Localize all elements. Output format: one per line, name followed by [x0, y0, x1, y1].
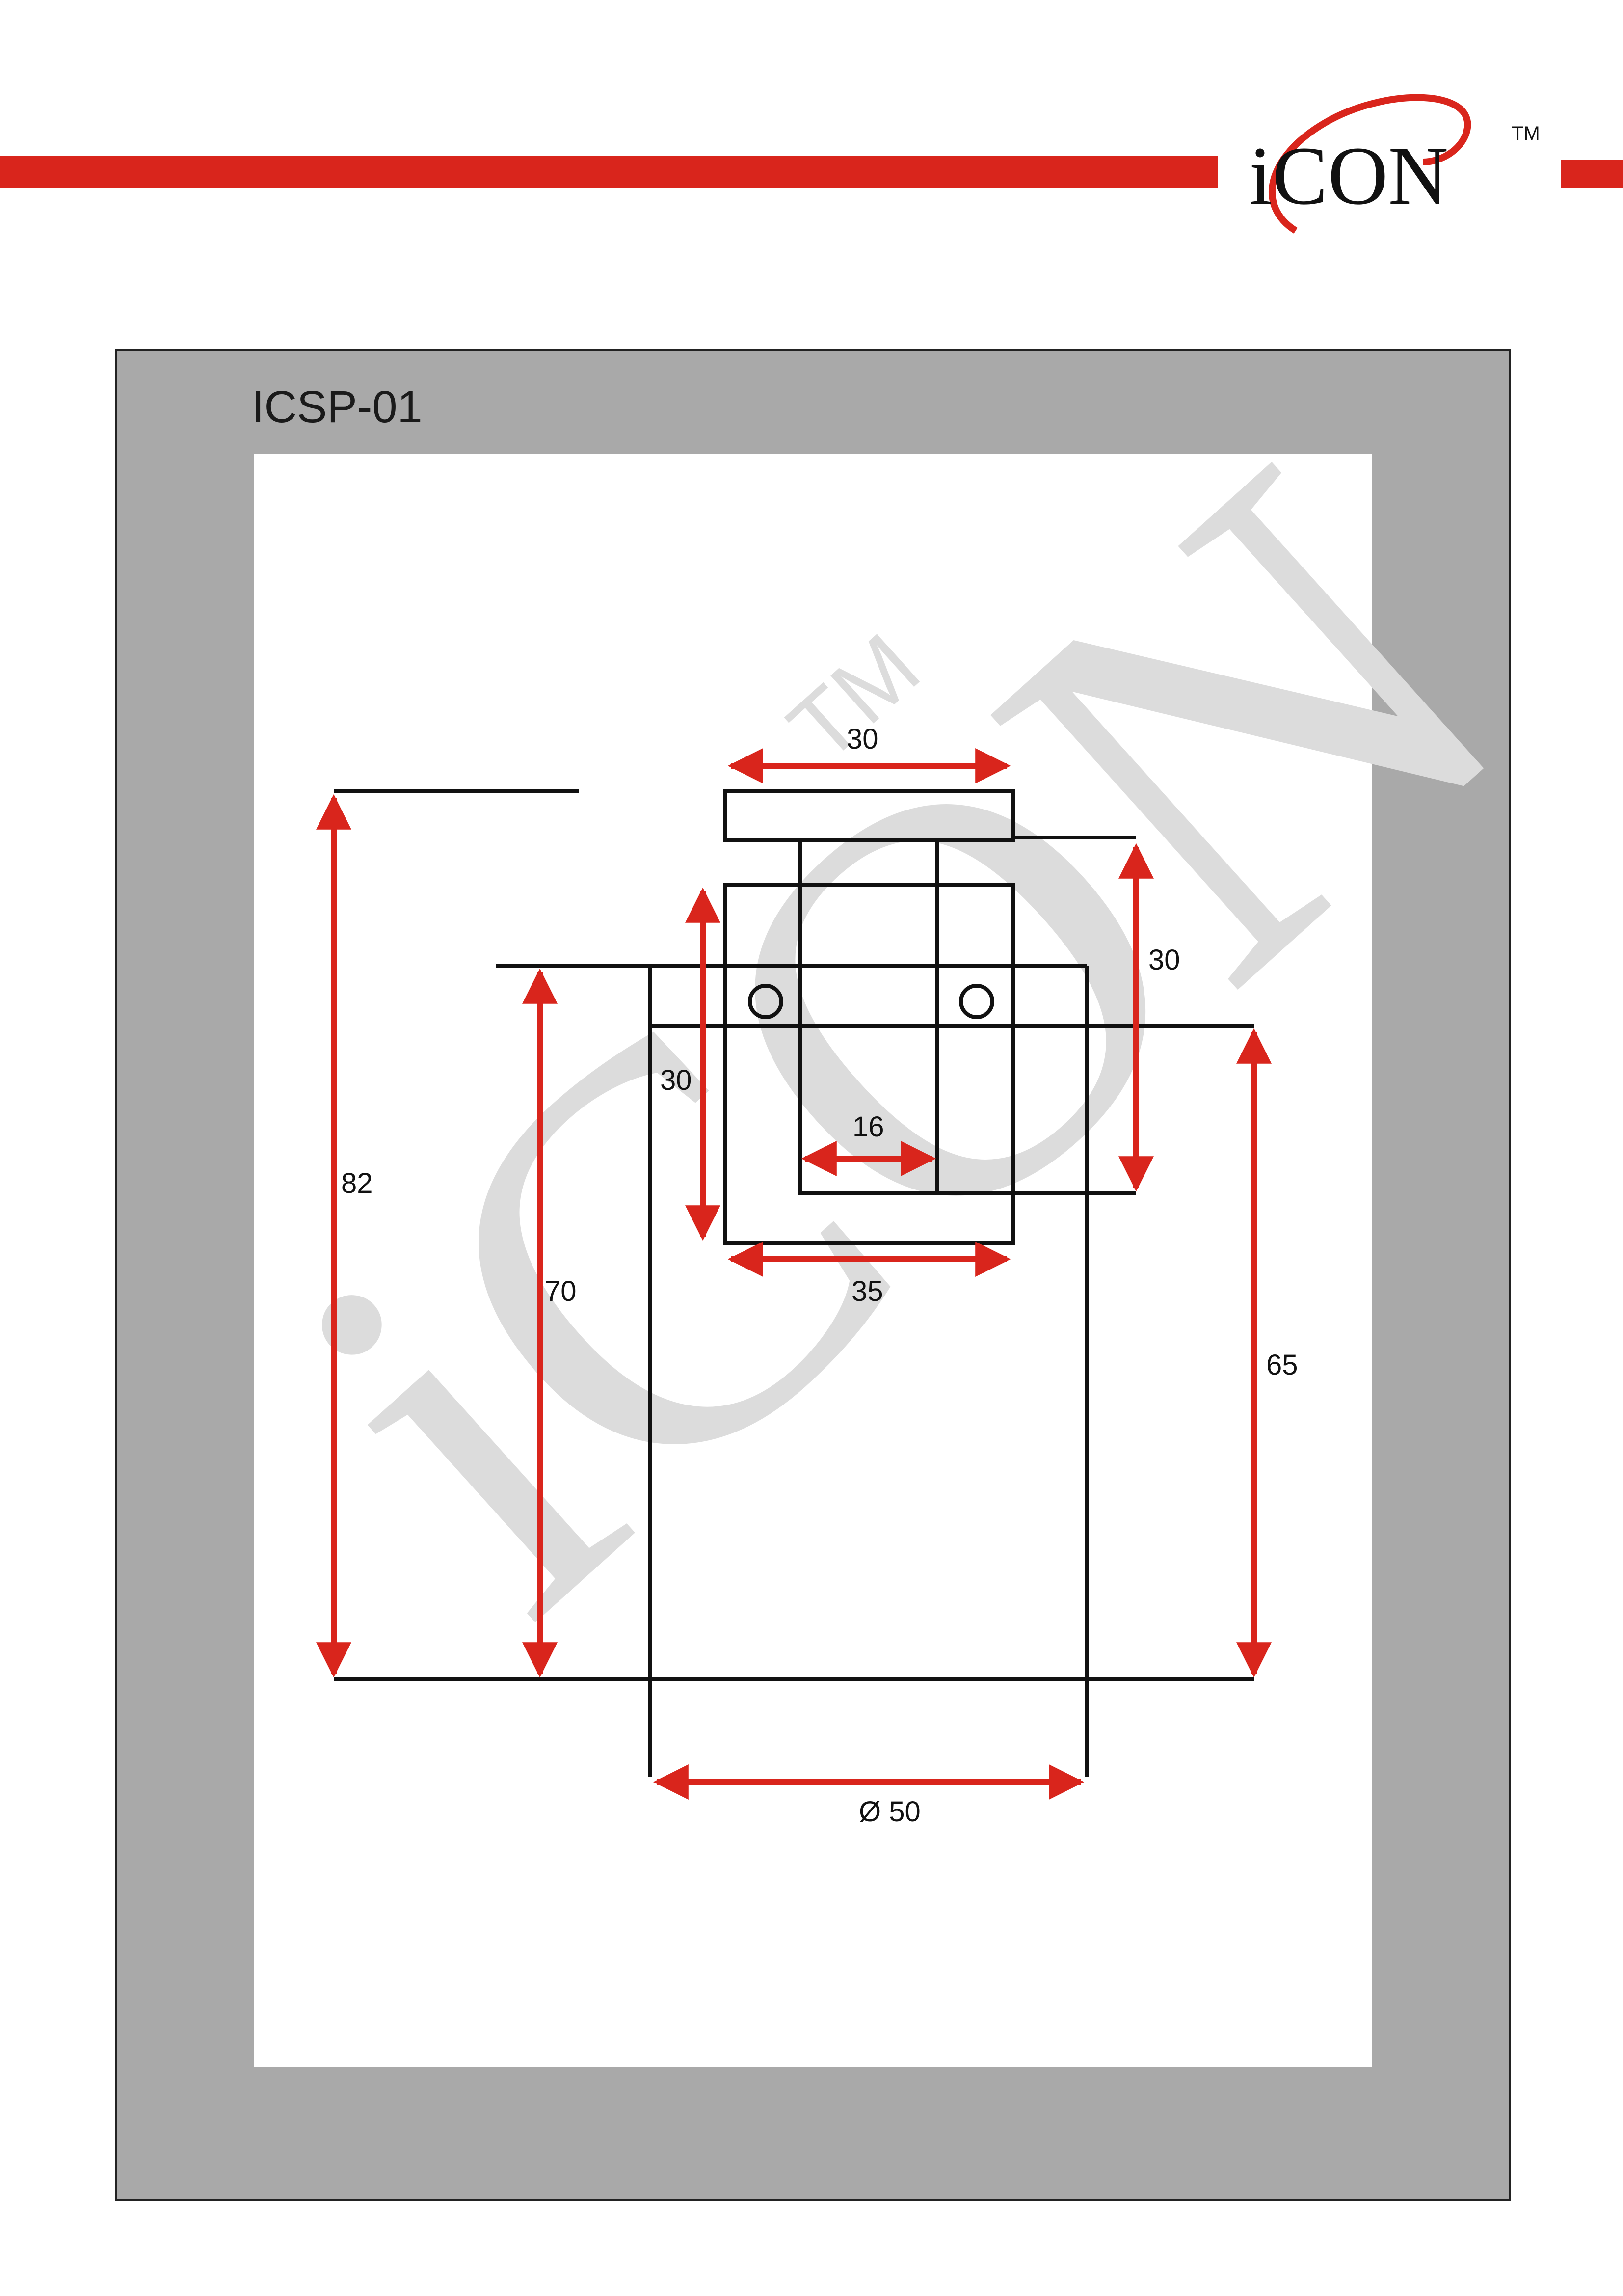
header-red-stripe-right [1561, 160, 1623, 188]
dim-label-body-width: 35 [851, 1275, 883, 1307]
dim-label-inner-height: 30 [660, 1064, 692, 1096]
dim-label-total-height: 82 [341, 1167, 373, 1199]
slot-outline [798, 840, 1136, 1195]
dim-label-right-lower-height: 65 [1266, 1349, 1298, 1381]
model-title: ICSP-01 [252, 382, 423, 432]
header-bar [0, 156, 1623, 188]
header-red-stripe-left [0, 156, 1218, 188]
dimension-labels: 30 30 30 16 35 82 70 65 Ø 50 [341, 723, 1298, 1828]
brand-wordmark: iCON [1249, 130, 1448, 222]
right-screw-hole [959, 984, 994, 1019]
brand-logo: iCON TM [1249, 94, 1540, 234]
left-screw-hole [748, 984, 783, 1019]
dim-label-diameter: Ø 50 [859, 1796, 921, 1828]
dimension-arrows [316, 748, 1272, 1800]
dim-label-slot-width: 16 [852, 1111, 884, 1143]
top-cap [723, 789, 1015, 842]
dim-label-mid-height: 70 [545, 1275, 577, 1307]
dim-label-right-height: 30 [1148, 944, 1180, 976]
dim-label-top-width: 30 [847, 723, 878, 755]
brand-trademark: TM [1512, 123, 1540, 144]
logo-swoosh-icon [1269, 94, 1471, 234]
